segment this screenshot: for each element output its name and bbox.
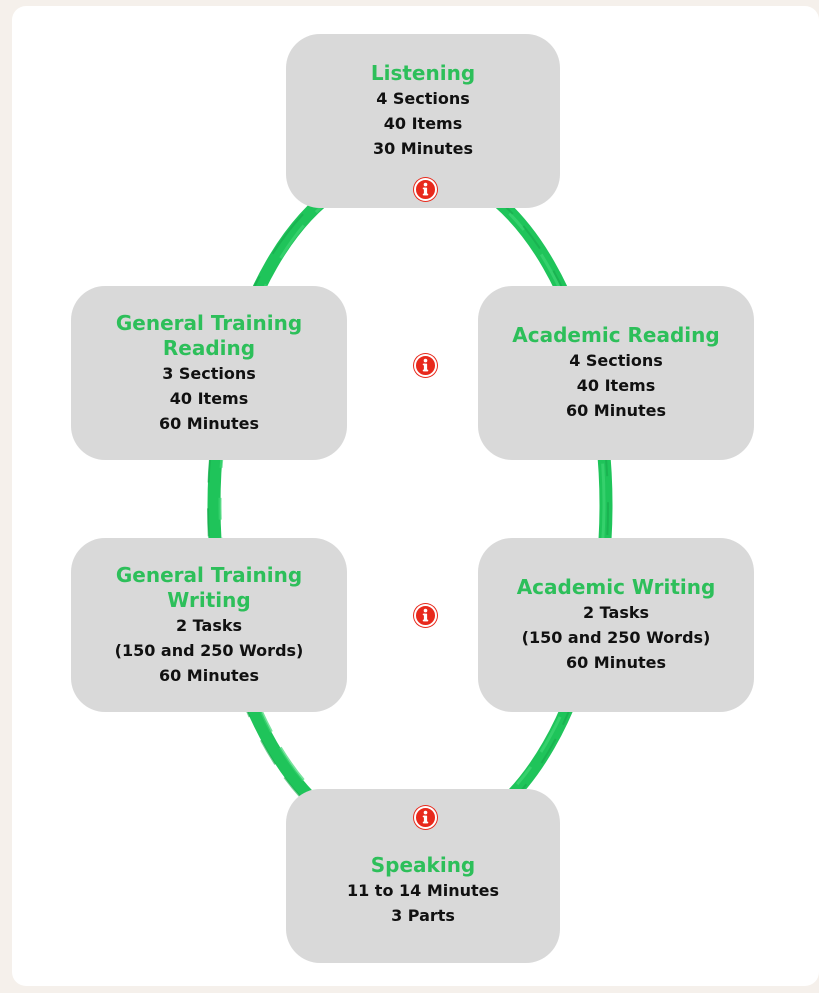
gt-reading-title-1: General Training (115, 310, 303, 335)
gt-reading-items: 40 Items (169, 388, 249, 408)
academic-writing-words: (150 and 250 Words) (521, 628, 711, 647)
speaking-title: Speaking (370, 852, 476, 877)
gt-reading-title-2: Reading (162, 335, 256, 360)
info-icon[interactable] (414, 178, 437, 201)
gt-reading-minutes: 60 Minutes (158, 413, 260, 433)
academic-writing-node: Academic Writing 2 Tasks (150 and 250 Wo… (478, 538, 754, 712)
listening-title: Listening (370, 61, 476, 85)
listening-items: 40 Items (383, 114, 463, 133)
academic-writing-minutes: 60 Minutes (565, 653, 667, 672)
academic-reading-title: Academic Reading (512, 323, 720, 347)
gt-writing-title-1: General Training (115, 562, 303, 587)
academic-reading-node: Academic Reading 4 Sections 40 Items 60 … (478, 286, 754, 460)
speaking-parts: 3 Parts (391, 905, 455, 925)
academic-reading-minutes: 60 Minutes (565, 401, 667, 420)
academic-reading-items: 40 Items (576, 376, 656, 395)
academic-writing-title: Academic Writing (516, 575, 716, 599)
speaking-minutes: 11 to 14 Minutes (346, 880, 500, 900)
info-icon[interactable] (414, 354, 437, 377)
gt-writing-node: General Training Writing 2 Tasks (150 an… (71, 538, 347, 712)
ring-stroke-texture (218, 165, 606, 841)
gt-writing-minutes: 60 Minutes (158, 665, 260, 685)
gt-writing-words: (150 and 250 Words) (114, 640, 304, 660)
gt-writing-tasks: 2 Tasks (175, 615, 243, 635)
info-icon[interactable] (414, 806, 437, 829)
info-icon[interactable] (414, 604, 437, 627)
listening-sections: 4 Sections (376, 89, 470, 108)
gt-reading-node: General Training Reading 3 Sections 40 I… (71, 286, 347, 460)
listening-minutes: 30 Minutes (372, 139, 474, 158)
academic-reading-sections: 4 Sections (569, 351, 663, 370)
gt-writing-title-2: Writing (167, 587, 251, 612)
gt-reading-sections: 3 Sections (162, 363, 256, 383)
academic-writing-tasks: 2 Tasks (582, 603, 650, 622)
